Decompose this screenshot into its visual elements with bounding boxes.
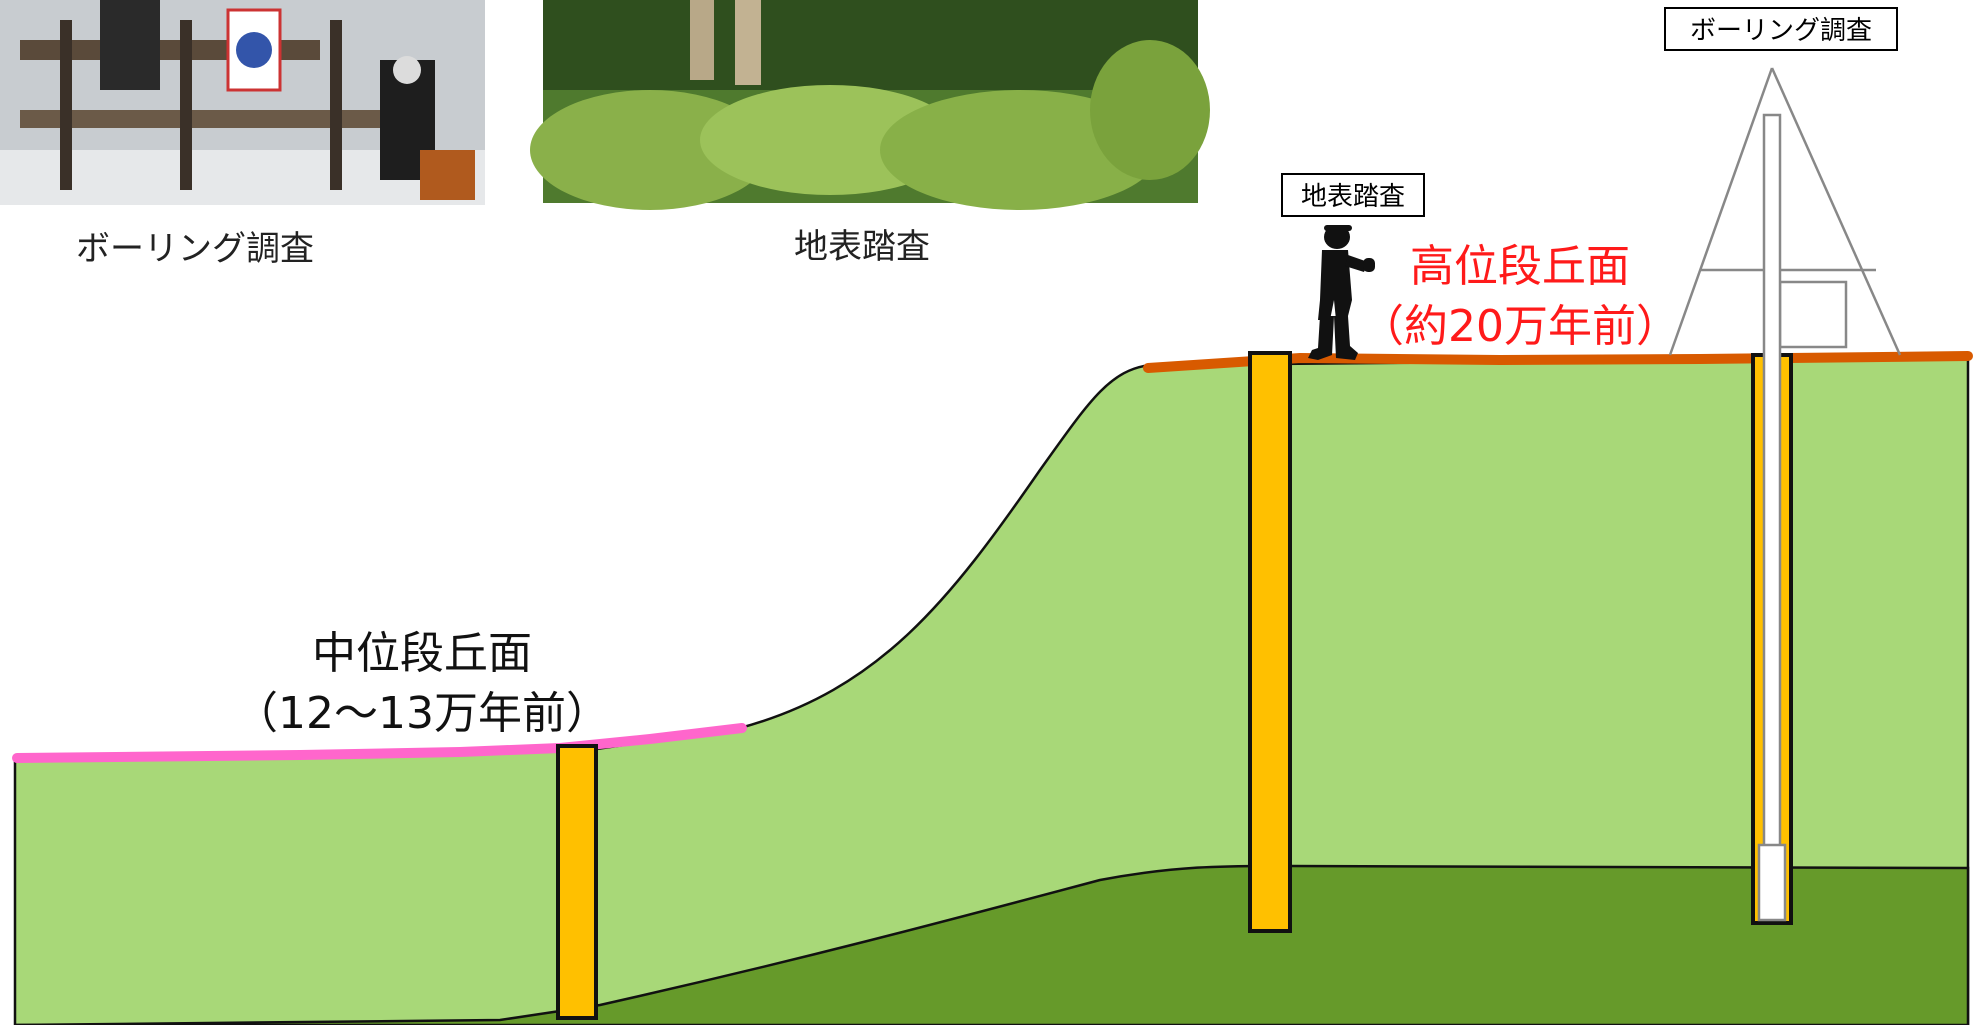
survey-tag-label: 地表踏査 bbox=[1301, 182, 1405, 212]
boring-photo-caption: ボーリング調査 bbox=[76, 229, 314, 269]
worker-silhouette-icon bbox=[1308, 225, 1375, 360]
high-terrace-age: （約20万年前） bbox=[1360, 301, 1680, 352]
middle-terrace-title: 中位段丘面 bbox=[312, 628, 532, 679]
middle-terrace-age: （12〜13万年前） bbox=[234, 688, 610, 739]
middle-terrace-surface-line bbox=[12, 723, 747, 763]
lower-ground-layer bbox=[14, 864, 1970, 1025]
high-terrace-title: 高位段丘面 bbox=[1410, 241, 1630, 292]
upper-ground-layer bbox=[13, 356, 1970, 1025]
boring-tag: ボーリング調査 bbox=[1664, 7, 1898, 51]
boring-tag-label: ボーリング調査 bbox=[1690, 16, 1872, 46]
boring-column-middle bbox=[556, 744, 598, 1020]
survey-photo-caption: 地表踏査 bbox=[794, 227, 930, 267]
boring-column-high bbox=[1248, 351, 1292, 933]
survey-photo bbox=[530, 0, 1210, 210]
drilling-tower-icon bbox=[1668, 67, 1902, 922]
boring-photo bbox=[0, 0, 485, 205]
survey-tag: 地表踏査 bbox=[1281, 173, 1425, 217]
